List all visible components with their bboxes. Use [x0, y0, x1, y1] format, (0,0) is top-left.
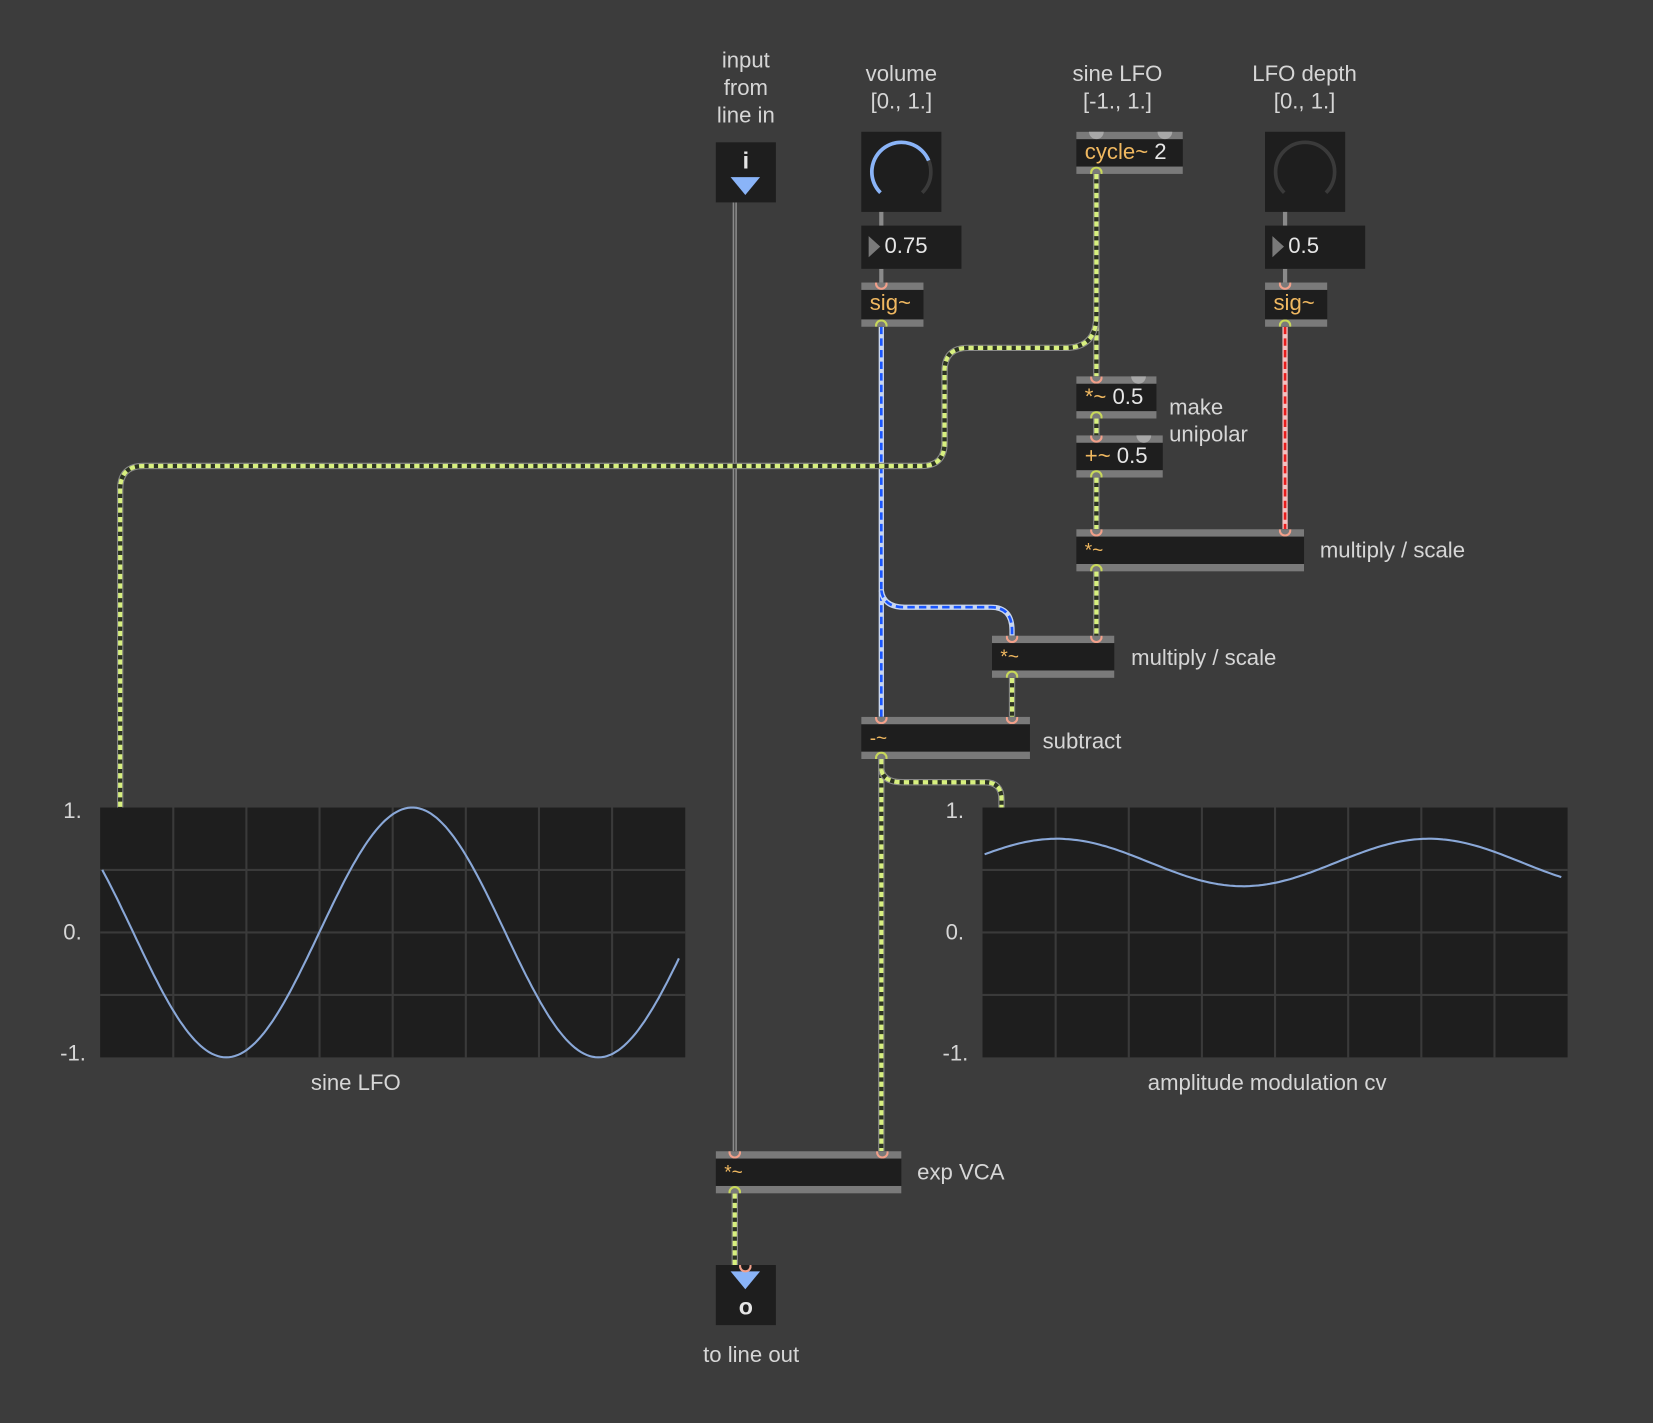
add-half-inlet-1[interactable]: [1090, 435, 1103, 443]
sig-volume-outlet[interactable]: [874, 319, 888, 327]
cord-subtract-to-scope-cv[interactable]: [878, 768, 1005, 808]
sig-depth-name: sig~: [1273, 290, 1315, 316]
lfo-depth-dial-arc: [1273, 140, 1337, 195]
cycle-inlet-1[interactable]: [1088, 131, 1104, 140]
subtract-inlet-1[interactable]: [874, 716, 888, 725]
comment-lfo-depth: LFO depth [0., 1.]: [1239, 61, 1371, 116]
mul-scale-1-name: *~: [1084, 539, 1104, 561]
add-half-outlet[interactable]: [1090, 470, 1103, 478]
volume-dial-arc: [869, 140, 933, 195]
input-arrow-icon: [730, 177, 761, 196]
mul-scale-2-outlet[interactable]: [1005, 670, 1019, 678]
sig-volume-object[interactable]: sig~: [861, 282, 924, 327]
mul-scale-2-name: *~: [1000, 646, 1019, 668]
scope-sine-lfo-ytick-bottom: -1.: [60, 1041, 86, 1066]
comment-make-unipolar-text: make unipolar: [1169, 395, 1248, 447]
lfo-depth-number-box[interactable]: 0.5: [1265, 225, 1366, 269]
subtract-name: -~: [869, 727, 888, 749]
cycle-inlet-2[interactable]: [1157, 131, 1173, 140]
scope-amplitude-cv-ytick-top: 1.: [945, 799, 965, 824]
mul-half-inlet-2[interactable]: [1131, 376, 1146, 384]
comment-multiply-scale-2: multiply / scale: [1131, 646, 1277, 671]
mul-scale-1-outlet[interactable]: [1090, 563, 1103, 572]
subtract-inlet-2[interactable]: [1005, 716, 1019, 725]
scope-sine-lfo[interactable]: [100, 806, 686, 1059]
vca-inlet-2[interactable]: [876, 1151, 889, 1159]
comment-sine-lfo-text: sine LFO [-1., 1.]: [1072, 62, 1163, 114]
cord-sig-volume-to-mul-scale-2[interactable]: [878, 589, 1015, 637]
cycle-outlet[interactable]: [1090, 166, 1103, 174]
volume-signal-cords: [878, 326, 1015, 717]
signal-cords: [117, 173, 1100, 1266]
comment-to-line-out: to line out: [703, 1343, 800, 1368]
scope-amplitude-cv-title: amplitude modulation cv: [1147, 1071, 1387, 1096]
mul-scale-2-inlet-1[interactable]: [1005, 635, 1019, 644]
mul-half-arg: 0.5: [1112, 384, 1144, 410]
cord-cycle-to-scope-lfo[interactable]: [117, 316, 1100, 808]
mul-scale-2-inlet-2[interactable]: [1090, 635, 1103, 644]
sig-depth-outlet[interactable]: [1278, 319, 1292, 327]
volume-dial[interactable]: [861, 131, 942, 212]
number-triangle-icon: [1272, 236, 1285, 258]
comment-exp-vca: exp VCA: [917, 1160, 1005, 1185]
scope-plot: [982, 807, 1568, 1058]
mul-half-inlet-1[interactable]: [1090, 376, 1103, 384]
scope-sine-lfo-ytick-mid: 0.: [63, 920, 82, 945]
comment-volume-text: volume [0., 1.]: [865, 62, 938, 114]
cycle-arg: 2: [1154, 140, 1167, 165]
vca-outlet[interactable]: [728, 1185, 742, 1194]
mul-scale-1-object[interactable]: *~: [1076, 529, 1305, 572]
vca-name: *~: [724, 1161, 743, 1183]
sig-volume-inlet[interactable]: [874, 282, 888, 290]
sig-depth-inlet[interactable]: [1278, 282, 1292, 290]
comment-lfo-depth-text: LFO depth [0., 1.]: [1252, 62, 1357, 114]
adc-object[interactable]: i: [715, 142, 776, 203]
vca-inlet-1[interactable]: [728, 1151, 742, 1159]
mul-half-object[interactable]: *~ 0.5: [1076, 376, 1157, 419]
cycle-name: cycle~: [1084, 140, 1149, 165]
sig-volume-name: sig~: [869, 290, 911, 316]
comment-subtract: subtract: [1042, 729, 1122, 754]
subtract-object[interactable]: -~: [861, 716, 1030, 760]
lfo-depth-dial[interactable]: [1265, 131, 1346, 212]
scope-amplitude-cv-ytick-mid: 0.: [945, 920, 965, 945]
cycle-object[interactable]: cycle~ 2: [1076, 131, 1183, 174]
lfo-depth-number-value: 0.5: [1288, 234, 1320, 259]
scope-trace: [101, 806, 680, 1059]
add-half-inlet-2[interactable]: [1136, 435, 1152, 443]
mul-scale-1-inlet-2[interactable]: [1278, 529, 1292, 537]
scope-plot: [100, 806, 686, 1059]
scope-amplitude-cv-ytick-bottom: -1.: [942, 1041, 969, 1066]
scope-sine-lfo-title: sine LFO: [310, 1071, 401, 1096]
mul-half-name: *~: [1084, 384, 1107, 410]
comment-multiply-scale-1: multiply / scale: [1319, 538, 1466, 563]
mul-scale-1-inlet-1[interactable]: [1090, 529, 1103, 537]
scope-amplitude-cv[interactable]: [982, 807, 1568, 1058]
volume-number-value: 0.75: [884, 234, 928, 259]
mul-scale-2-object[interactable]: *~: [992, 635, 1115, 678]
subtract-outlet[interactable]: [874, 751, 888, 760]
comment-input: input from line in: [696, 47, 796, 129]
sig-depth-object[interactable]: sig~: [1265, 282, 1328, 327]
comment-volume: volume [0., 1.]: [843, 61, 959, 116]
add-half-arg: 0.5: [1116, 443, 1148, 469]
control-cords: [732, 202, 1288, 1153]
comment-sine-lfo: sine LFO [-1., 1.]: [1054, 61, 1181, 116]
add-half-object[interactable]: +~ 0.5: [1076, 435, 1163, 478]
dac-object[interactable]: o: [715, 1265, 776, 1326]
dac-inlet[interactable]: [738, 1265, 752, 1273]
scope-trace: [984, 837, 1562, 888]
comment-make-unipolar: make unipolar: [1169, 394, 1248, 449]
comment-input-text: input from line in: [716, 48, 775, 128]
add-half-name: +~: [1084, 443, 1111, 469]
number-triangle-icon: [868, 236, 881, 258]
scope-sine-lfo-ytick-top: 1.: [63, 799, 82, 824]
output-arrow-icon: [730, 1271, 761, 1290]
vca-object[interactable]: *~: [715, 1151, 902, 1194]
volume-number-box[interactable]: 0.75: [861, 225, 962, 269]
adc-glyph: i: [742, 147, 750, 174]
dac-glyph: o: [738, 1293, 753, 1320]
mul-half-outlet[interactable]: [1090, 411, 1103, 419]
